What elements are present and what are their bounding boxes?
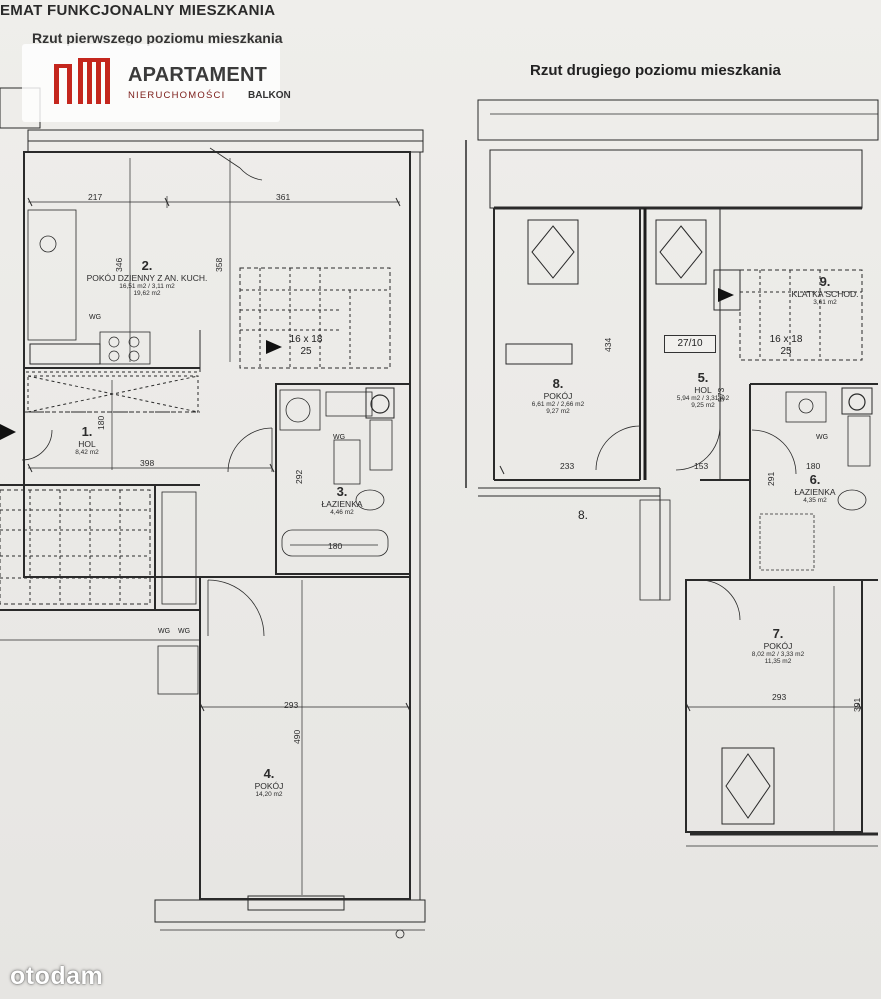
room-7-label: 7. POKÓJ 8,02 m2 / 3,33 m2 11,35 m2	[740, 626, 816, 665]
stair-label: 16 x 18 25	[756, 334, 816, 358]
logo-tagline: NIERUCHOMOŚCI	[128, 90, 226, 101]
room-area-total: 9,25 m2	[691, 402, 715, 409]
dimension-label: 153	[694, 461, 709, 471]
stair-label: 16 x 18 25	[276, 334, 336, 358]
wg-tag: WG	[178, 628, 191, 635]
room-name: ŁAZIENKA	[321, 499, 363, 509]
room-name: HOL	[694, 385, 712, 395]
stair-size: 16 x 18	[289, 334, 323, 345]
room-number: 7.	[772, 626, 784, 641]
wg-tag: WG	[89, 314, 102, 321]
level-2-title: Rzut drugiego poziomu mieszkania	[530, 62, 781, 79]
room-9-label: 9. KLATKA SCHOD. 3,61 m2	[780, 274, 870, 306]
balcony-label: BALKON	[248, 90, 291, 101]
dimension-label: 434	[603, 337, 613, 352]
dimension-label: 233	[560, 461, 575, 471]
dimension-label: 180	[806, 461, 821, 471]
room-number: 5.	[697, 370, 709, 385]
room-number: 8.	[552, 376, 564, 391]
room-5-label: 5. HOL 5,94 m2 / 3,31 m2 9,25 m2	[664, 370, 742, 409]
dimension-label: 292	[294, 469, 304, 484]
room-area: 8,02 m2 / 3,33 m2	[751, 651, 805, 658]
room-area: 6,61 m2 / 2,66 m2	[531, 401, 585, 408]
room-name: POKÓJ	[543, 391, 573, 401]
note-stamp: 27/10	[664, 335, 716, 353]
stair-count: 25	[780, 346, 792, 357]
room-name: HOL	[78, 439, 96, 449]
room-3-label: 3. ŁAZIENKA 4,46 m2	[312, 484, 372, 516]
dimension-label: 361	[276, 192, 291, 202]
room-name: KLATKA SCHOD.	[791, 289, 859, 299]
room-area-total: 11,35 m2	[764, 658, 792, 665]
plan-title: EMAT FUNKCJONALNY MIESZKANIA	[0, 2, 276, 19]
room-area: 4,35 m2	[803, 497, 827, 504]
room-number: 2.	[141, 258, 153, 273]
room-area: 5,94 m2 / 3,31 m2	[676, 395, 730, 402]
room-name: POKÓJ	[254, 781, 284, 791]
dimension-label: 490	[292, 729, 302, 744]
room-1-label: 1. HOL 8,42 m2	[62, 424, 112, 456]
room-name: ŁAZIENKA	[794, 487, 836, 497]
section-marker: 8.	[578, 508, 589, 522]
dimension-label: 398	[140, 458, 155, 468]
room-name: POKÓJ DZIENNY Z AN. KUCH.	[86, 273, 208, 283]
dimension-label: 346	[114, 257, 124, 272]
building-logo-icon	[54, 58, 110, 104]
dimension-label: 180	[328, 541, 343, 551]
room-area: 14,20 m2	[255, 791, 283, 798]
room-number: 9.	[819, 274, 831, 289]
room-area: 8,42 m2	[75, 449, 99, 456]
wg-tag: WG	[333, 434, 346, 441]
watermark: otodam	[10, 962, 104, 990]
room-area-total: 9,27 m2	[546, 408, 570, 415]
dimension-label: 217	[88, 192, 103, 202]
room-6-label: 6. ŁAZIENKA 4,35 m2	[780, 472, 850, 504]
room-area: 3,61 m2	[813, 299, 837, 306]
dimension-label: 573	[716, 387, 726, 402]
agency-logo: APARTAMENT NIERUCHOMOŚCI	[22, 44, 280, 122]
wg-tag: WG	[816, 434, 829, 441]
level-1-title: Rzut pierwszego poziomu mieszkania	[32, 30, 283, 46]
room-number: 4.	[263, 766, 275, 781]
dimension-label: 180	[96, 415, 106, 430]
logo-name: APARTAMENT	[128, 64, 268, 86]
room-number: 6.	[809, 472, 821, 487]
dimension-label: 358	[214, 257, 224, 272]
room-2-label: 2. POKÓJ DZIENNY Z AN. KUCH. 16,51 m2 / …	[72, 258, 222, 297]
room-number: 3.	[336, 484, 348, 499]
room-area: 16,51 m2 / 3,11 m2	[119, 283, 175, 290]
stair-count: 25	[300, 346, 312, 357]
room-8-label: 8. POKÓJ 6,61 m2 / 2,66 m2 9,27 m2	[520, 376, 596, 415]
room-area-total: 19,62 m2	[133, 290, 161, 297]
stair-size: 16 x 18	[769, 334, 803, 345]
dimension-label: 293	[772, 692, 787, 702]
room-area: 4,46 m2	[330, 509, 354, 516]
dimension-label: 291	[766, 471, 776, 486]
wg-tag: WG	[158, 628, 171, 635]
dimension-label: 391	[852, 697, 862, 712]
dimension-label: 293	[284, 700, 299, 710]
room-name: POKÓJ	[763, 641, 793, 651]
room-4-label: 4. POKÓJ 14,20 m2	[244, 766, 294, 798]
room-number: 1.	[81, 424, 93, 439]
